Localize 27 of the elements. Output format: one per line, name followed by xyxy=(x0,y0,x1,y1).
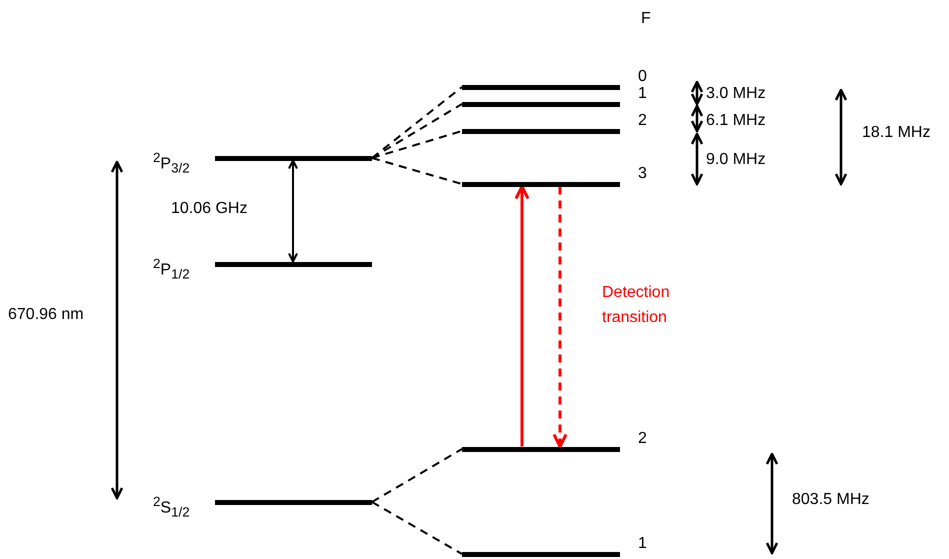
transition-arrow xyxy=(514,185,530,446)
level-label: $^{2}$S$_{1/2}$ xyxy=(153,493,190,522)
level-label: 2 xyxy=(638,111,647,131)
level-label: $^{2}$P$_{1/2}$ xyxy=(153,255,190,284)
interval-label: 803.5 MHz xyxy=(792,490,870,510)
interval-label: 9.0 MHz xyxy=(706,150,766,170)
connector-line xyxy=(371,103,463,159)
level-label: 3 xyxy=(638,164,647,184)
level-label: 2 xyxy=(638,429,647,449)
transition-label: Detection transition xyxy=(602,283,671,328)
transition-arrow xyxy=(552,186,568,448)
connector-line xyxy=(372,448,462,503)
interval-label: 3.0 MHz xyxy=(706,84,766,104)
level-label: $^{2}$P$_{3/2}$ xyxy=(153,149,190,178)
level-label: 1 xyxy=(638,534,647,554)
level-label: 0 xyxy=(638,67,647,87)
interval-label: 6.1 MHz xyxy=(706,111,766,131)
connector-line xyxy=(371,86,463,159)
transition-arrow xyxy=(288,160,298,262)
column-header: F xyxy=(641,9,651,29)
wavelength-label: 670.96 nm xyxy=(8,305,84,325)
connector-line xyxy=(372,501,462,555)
interval-label: 18.1 MHz xyxy=(862,123,930,143)
connector-line xyxy=(372,157,462,185)
edge-label: 10.06 GHz xyxy=(171,199,248,219)
connector-line xyxy=(372,130,462,159)
level-label: 1 xyxy=(638,84,647,104)
